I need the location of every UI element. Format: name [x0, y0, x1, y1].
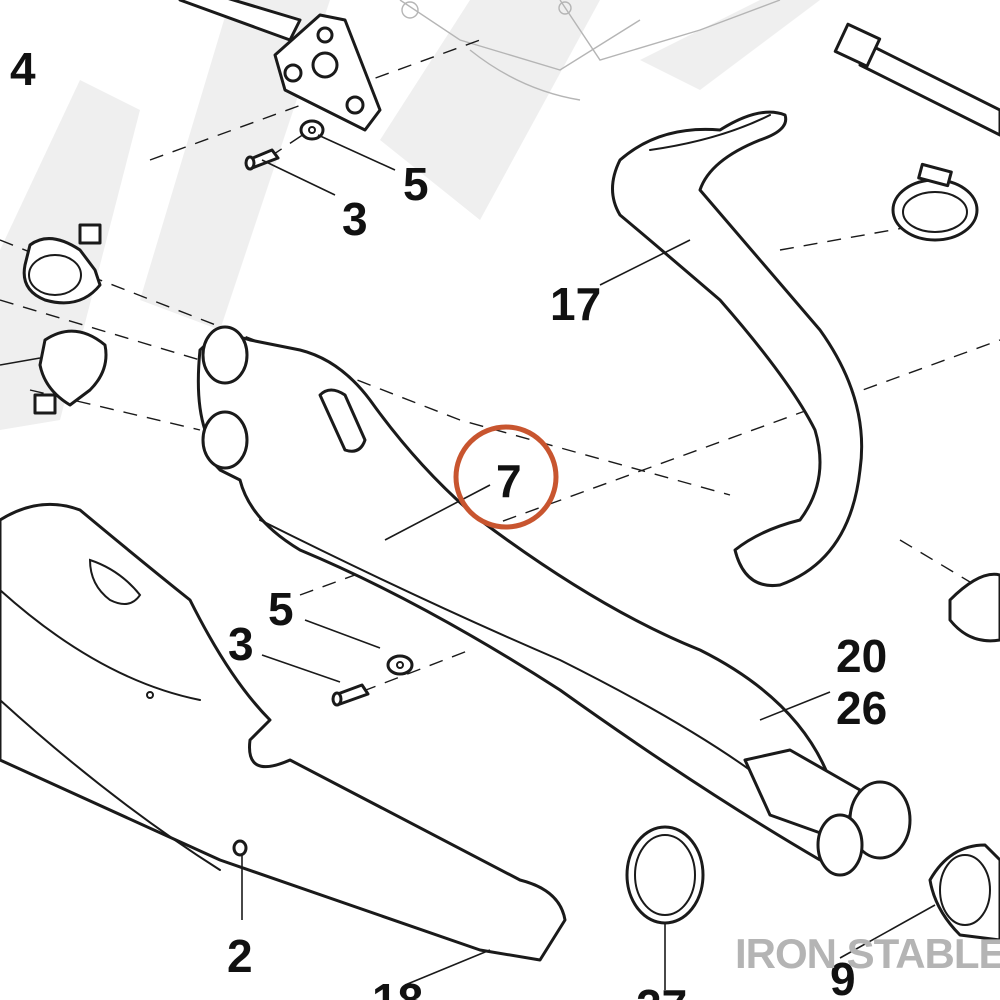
watermark-text: IRON STABLE [735, 930, 1000, 977]
header-pipe [611, 110, 864, 588]
callout-5-top[interactable]: 5 [403, 158, 429, 210]
end-tips [743, 748, 912, 877]
clamp-upper-left [22, 223, 102, 305]
callout-5-mid[interactable]: 5 [268, 583, 294, 635]
callout-17[interactable]: 17 [550, 278, 601, 330]
frame-bar [178, 0, 382, 132]
callout-4[interactable]: 4 [10, 43, 36, 95]
clamp-lower-left [33, 329, 108, 415]
muffler-main [196, 325, 862, 862]
highlight-ring [453, 424, 559, 530]
callout-7[interactable]: 7 [496, 455, 522, 507]
callout-3-top[interactable]: 3 [342, 193, 368, 245]
callout-20[interactable]: 20 [836, 630, 887, 682]
background-frame-lines [399, 0, 781, 101]
leader-lines [0, 134, 936, 990]
right-end-piece [928, 572, 1000, 942]
callout-2[interactable]: 2 [227, 930, 253, 982]
callout-27[interactable]: 27 [636, 980, 687, 1000]
callout-3-mid[interactable]: 3 [228, 618, 254, 670]
brake-rod [833, 22, 1000, 137]
washer-top [299, 119, 325, 141]
screw-2 [232, 839, 248, 857]
callout-18[interactable]: 18 [372, 974, 423, 1000]
callout-9[interactable]: 9 [830, 953, 856, 1000]
bolt-top [244, 148, 280, 171]
callout-26[interactable]: 26 [836, 682, 887, 734]
washer-mid [386, 654, 414, 676]
callout-labels: 4 5 3 17 7 5 3 20 26 2 9 18 27 [10, 43, 887, 1000]
hose-clamp-top [891, 162, 979, 242]
muffler-left [0, 502, 567, 962]
clamp-27 [625, 825, 705, 925]
bolt-mid [331, 683, 370, 707]
